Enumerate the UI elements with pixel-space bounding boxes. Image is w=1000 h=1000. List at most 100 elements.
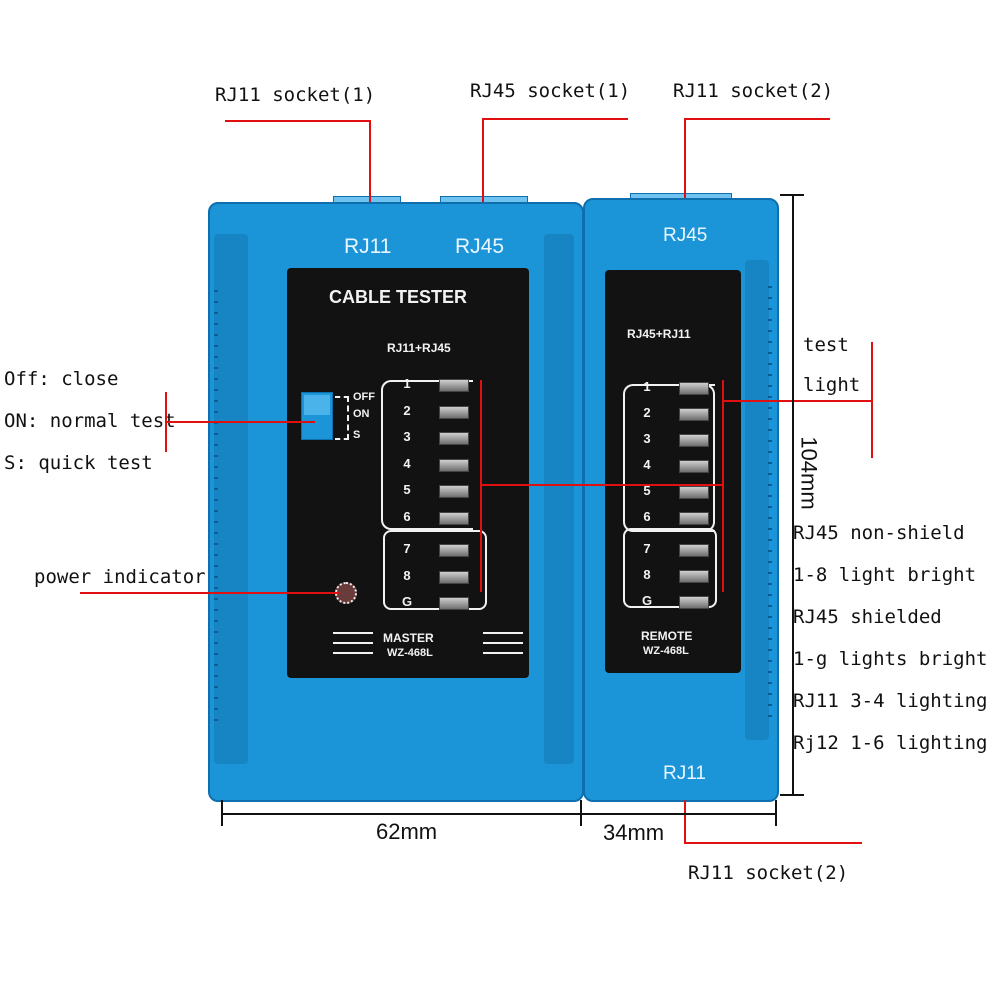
grip-groove [768,561,772,563]
callout-rj11-socket-1-v [369,120,371,202]
master-led-light [439,511,469,525]
remote-led-light [679,382,709,395]
remote-model: WZ-468L [643,645,689,657]
dim-master-width: 62mm [376,819,438,844]
master-led-label: 8 [403,567,411,583]
callout-rj11-socket-1-h [225,120,371,122]
grip-groove [768,550,772,552]
grip-groove [214,345,218,347]
grip-groove [768,682,772,684]
remote-led-row-3: 3 [639,429,719,451]
grip-groove [768,352,772,354]
master-led-label: 1 [403,376,411,391]
remote-led-light [679,408,709,421]
grip-groove [214,565,218,567]
dim-height: 104mm [796,436,822,510]
remote-rj11-label: RJ11 [663,763,706,784]
master-led-light [439,458,469,472]
remote-led-light [679,570,709,583]
label-rj45-socket-1: RJ45 socket(1) [470,80,631,102]
label-rj11-socket-1: RJ11 socket(1) [215,84,376,106]
callout-leds-h [480,484,724,486]
master-led-row-5: 5 [399,480,479,502]
remote-led-label: 3 [643,431,651,446]
remote-led-label: 5 [643,483,651,498]
label-test-light-2: light [803,374,861,396]
callout-rj45-socket-1-h [482,118,628,120]
callout-test-light-v [871,342,873,458]
label-power-indicator: power indicator [34,566,206,588]
note-line-6: Rj12 1-6 lighting [793,732,988,754]
dim-tick-bottom [780,794,804,796]
remote-led-label: 2 [643,405,651,420]
grip-groove [214,620,218,622]
grip-groove [214,367,218,369]
remote-led-label: 4 [643,457,651,472]
grip-groove [768,572,772,574]
master-right-grip [544,234,574,764]
callout-rj11-socket-2-bottom-v [684,800,686,844]
grip-groove [214,686,218,688]
grip-groove [768,341,772,343]
master-led-row-g: G [399,592,479,614]
master-led-label: 6 [403,508,411,524]
master-led-bracket-7-g [383,530,487,610]
grip-groove [768,407,772,409]
callout-test-light-h [722,400,872,402]
callout-rj11-socket-2-bottom-h [684,842,862,844]
dim-tick-mid [580,800,582,826]
master-led-label: 2 [403,402,411,418]
remote-led-label: G [641,593,653,608]
dim-height-line [792,195,794,795]
remote-right-grip [745,260,769,740]
grip-groove [214,576,218,578]
master-model: WZ-468L [387,647,433,659]
master-led-label: G [401,594,413,609]
grip-groove [768,330,772,332]
dim-width-line [222,813,776,815]
callout-master-leds-v [480,380,482,592]
remote-led-row-2: 2 [639,403,719,425]
grip-groove [768,396,772,398]
master-led-label: 7 [403,541,411,556]
grip-groove [214,378,218,380]
grip-groove [768,704,772,706]
remote-led-row-8: 8 [639,565,719,587]
grip-groove [768,638,772,640]
callout-rj11-socket-2-top-h [684,118,830,120]
grip-groove [214,433,218,435]
grip-groove [768,495,772,497]
grip-groove [768,484,772,486]
master-led-row-7: 7 [399,539,479,561]
grip-groove [768,671,772,673]
grip-groove [768,517,772,519]
label-switch-s: S: quick test [4,452,153,474]
power-switch-slider[interactable] [304,395,330,415]
remote-led-light [679,460,709,473]
label-rj11-socket-2-bottom: RJ11 socket(2) [688,862,849,884]
remote-led-label: 8 [643,567,651,582]
grip-groove [768,374,772,376]
grip-groove [214,455,218,457]
grip-groove [768,605,772,607]
grip-groove [768,528,772,530]
grip-groove [768,693,772,695]
dim-tick-left [221,800,223,826]
grip-groove [214,631,218,633]
master-led-bracket-1-6 [381,380,473,530]
dim-remote-width: 34mm [603,820,665,845]
grip-groove [768,473,772,475]
grip-groove [768,627,772,629]
remote-led-label: 7 [643,541,651,556]
note-line-2: 1-8 light bright [793,564,977,586]
grip-groove [214,488,218,490]
grip-groove [214,510,218,512]
master-led-row-3: 3 [399,427,479,449]
grip-groove [214,389,218,391]
grip-groove [768,308,772,310]
power-switch[interactable] [301,392,333,440]
grip-groove [214,543,218,545]
label-switch-on: ON: normal test [4,410,176,432]
grip-groove [214,587,218,589]
